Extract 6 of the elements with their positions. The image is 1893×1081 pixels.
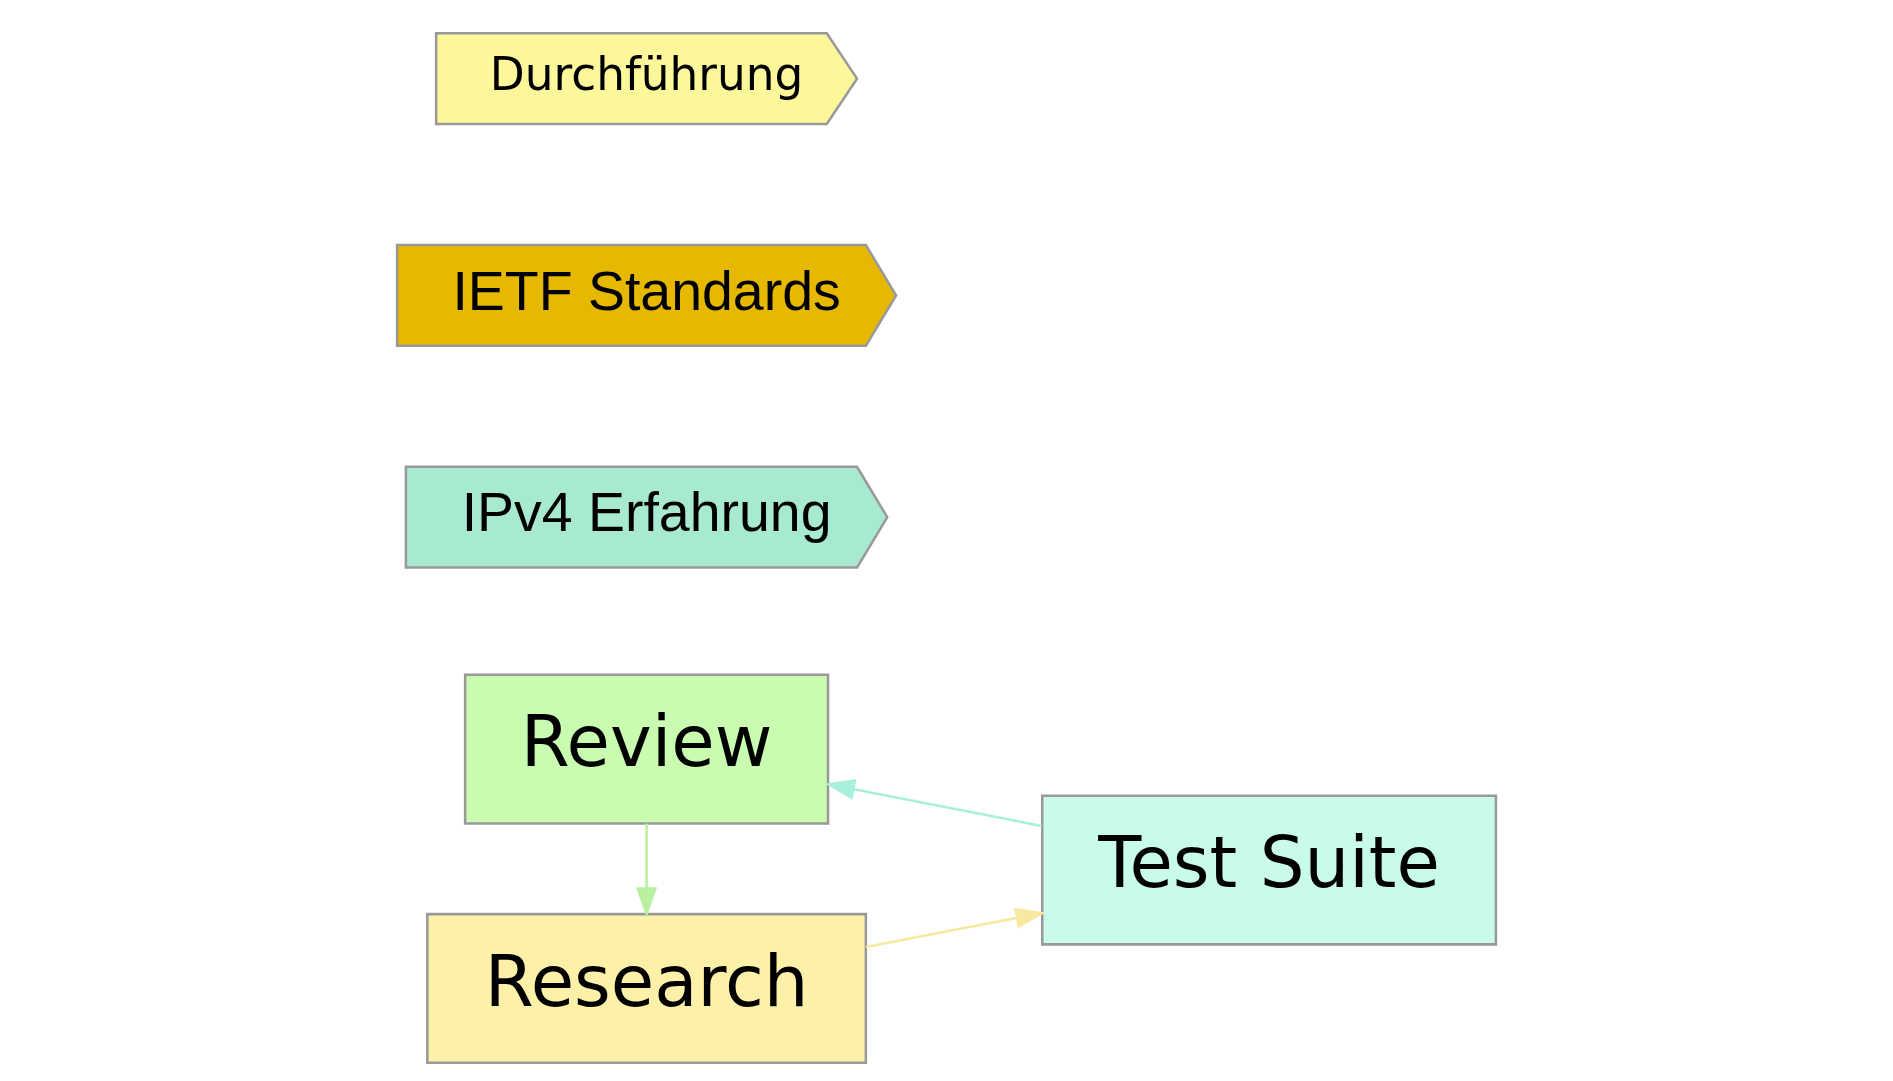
- node-box: Test Suite: [1041, 794, 1498, 946]
- node-box: Research: [426, 912, 868, 1065]
- arrow: [824, 778, 1042, 828]
- arrow: [636, 823, 658, 918]
- node-box: Review: [463, 673, 830, 825]
- arrow: [865, 907, 1046, 949]
